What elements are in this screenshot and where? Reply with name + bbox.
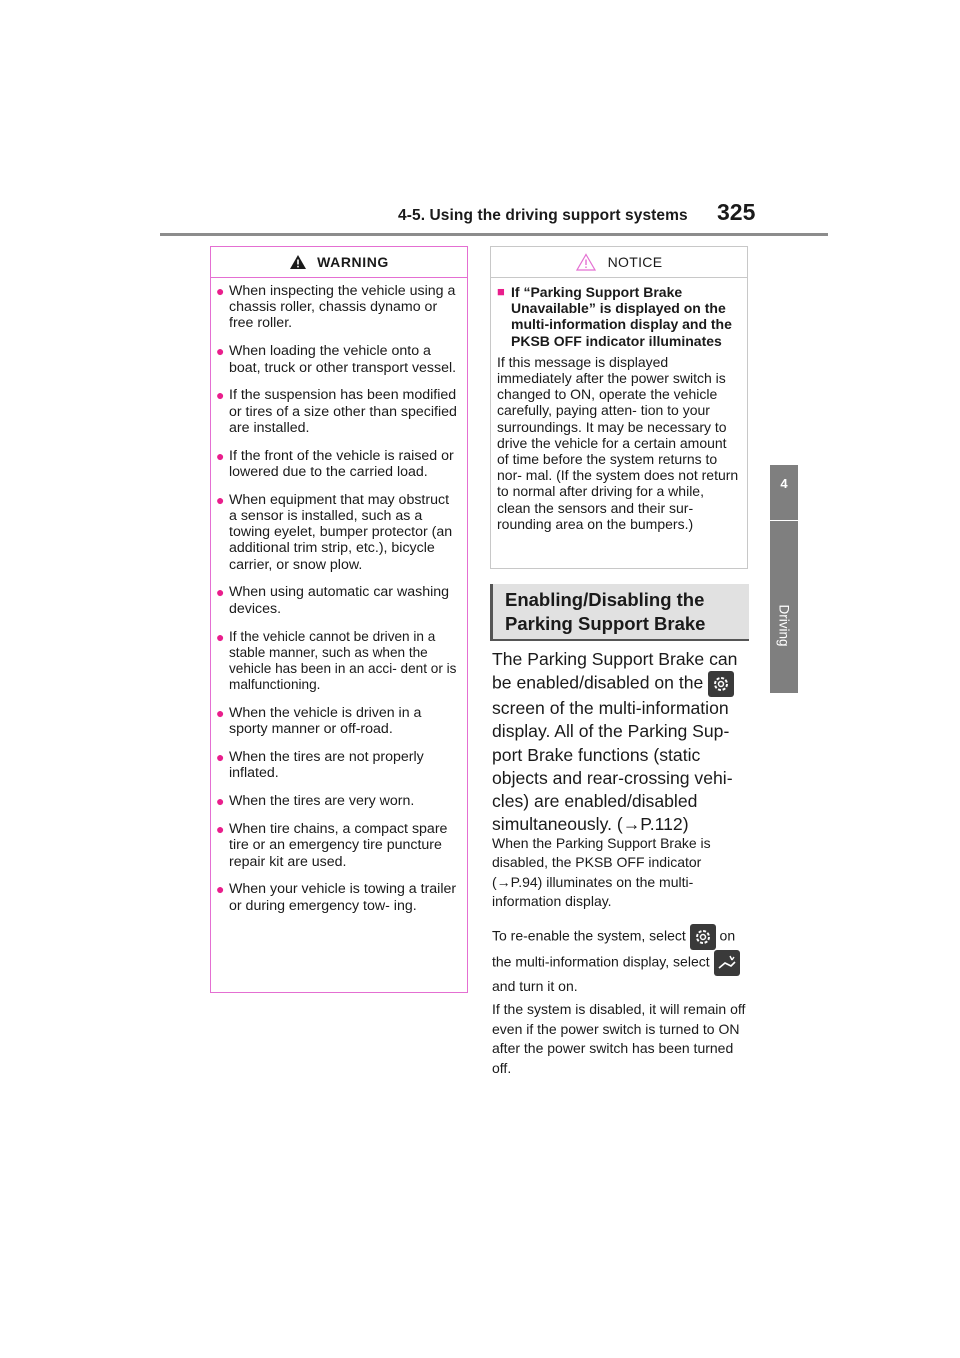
bullet-dot-icon: ●: [216, 749, 225, 766]
bullet-dot-icon: ●: [216, 793, 225, 810]
list-item: ●When the tires are very worn.: [216, 793, 415, 810]
list-item: ●If the suspension has been modified or …: [216, 387, 457, 436]
chapter-number: 4: [770, 470, 798, 496]
section-rule: [490, 639, 749, 641]
bullet-dot-icon: ●: [216, 387, 225, 404]
warning-list: ●When inspecting the vehicle using a cha…: [211, 278, 467, 914]
notice-box: NOTICE ■ If “Parking Support Brake Unava…: [490, 246, 748, 569]
list-item: ●When inspecting the vehicle using a cha…: [216, 283, 456, 332]
notice-triangle-icon: [575, 253, 596, 271]
warning-triangle-icon: [290, 255, 307, 269]
notice-subheading: ■ If “Parking Support Brake Unavailable”…: [497, 284, 732, 349]
arrow-right-icon: →: [622, 814, 641, 835]
warning-title: WARNING: [317, 254, 389, 270]
arrow-right-icon: →: [496, 873, 511, 890]
notice-title: NOTICE: [607, 254, 663, 270]
list-item: ●When your vehicle is towing a trailer o…: [216, 881, 457, 914]
bullet-dot-icon: ●: [216, 343, 225, 360]
bullet-dot-icon: ●: [216, 628, 225, 645]
running-header-title: 4-5. Using the driving support systems: [398, 207, 688, 224]
main-paragraph: The Parking Support Brake can be enabled…: [492, 649, 738, 835]
bullet-dot-icon: ●: [216, 491, 225, 508]
chapter-label: Driving: [768, 590, 800, 660]
bullet-dot-icon: ●: [216, 881, 225, 898]
paragraph-reenable: To re-enable the system, select on the m…: [492, 924, 752, 997]
chapter-tab: [770, 465, 798, 693]
list-item: ●When using automatic car washing device…: [216, 584, 450, 617]
list-item: ●When the vehicle is driven in a sporty …: [216, 705, 422, 738]
section-heading-line1: Enabling/Disabling the: [505, 589, 705, 610]
bullet-dot-icon: ●: [216, 283, 225, 299]
list-item: ●When the tires are not properly inflate…: [216, 749, 424, 782]
section-heading: Enabling/Disabling the Parking Support B…: [490, 584, 749, 641]
list-item: ●When loading the vehicle onto a boat, t…: [216, 343, 457, 376]
paragraph-disabled-indicator: When the Parking Support Brake is disabl…: [492, 835, 711, 910]
square-bullet-icon: ■: [497, 284, 505, 299]
list-item: ●When equipment that may obstruct a sens…: [216, 491, 453, 573]
bullet-dot-icon: ●: [216, 705, 225, 722]
notice-body: If this message is displayed immediately…: [497, 353, 739, 532]
notice-header: NOTICE: [491, 247, 747, 278]
chapter-label-text: Driving: [776, 603, 792, 647]
bullet-dot-icon: ●: [216, 584, 225, 601]
section-heading-line2: Parking Support Brake: [505, 613, 706, 634]
gear-icon: [689, 924, 716, 950]
warning-box: WARNING ●When inspecting the vehicle usi…: [210, 246, 468, 993]
bullet-dot-icon: ●: [216, 821, 225, 838]
warning-header: WARNING: [211, 247, 467, 278]
gear-icon: [708, 671, 735, 698]
header-rule: [160, 233, 828, 236]
paragraph-system-off: If the system is disabled, it will remai…: [492, 1001, 746, 1076]
list-item: ●If the front of the vehicle is raised o…: [216, 447, 454, 480]
bullet-dot-icon: ●: [216, 447, 225, 464]
list-item: ●If the vehicle cannot be driven in a st…: [216, 628, 457, 693]
chapter-tab-divider: [770, 520, 798, 521]
list-item: ●When tire chains, a compact spare tire …: [216, 821, 448, 870]
pksb-icon: [713, 950, 740, 976]
page-number: 325: [717, 199, 756, 225]
